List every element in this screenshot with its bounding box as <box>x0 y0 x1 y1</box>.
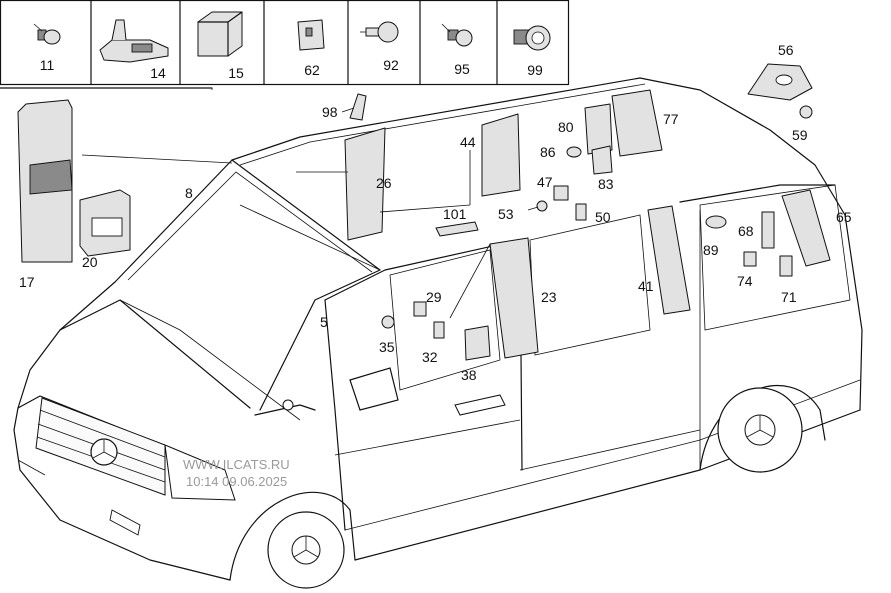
callout-23: 23 <box>541 289 557 305</box>
legend-cell-62: 62 <box>304 62 320 78</box>
callout-101: 101 <box>443 206 467 222</box>
bracket-14-icon <box>99 19 169 63</box>
trim-26-shape <box>344 127 386 241</box>
callout-38: 38 <box>461 367 477 383</box>
legend-cell-95: 95 <box>454 61 470 77</box>
watermark-site: WWW.ILCATS.RU <box>183 457 290 472</box>
callout-26: 26 <box>376 175 392 191</box>
callout-74: 74 <box>737 273 753 289</box>
callout-77: 77 <box>663 111 679 127</box>
callout-83: 83 <box>598 176 614 192</box>
callout-20: 20 <box>82 254 98 270</box>
left-inset-frame <box>0 87 233 164</box>
callout-89: 89 <box>703 242 719 258</box>
trim-parts <box>17 63 831 361</box>
clip-11-icon <box>33 23 61 45</box>
legend-table: 11 14 15 62 92 95 99 <box>0 0 570 86</box>
legend-cell-14: 14 <box>150 65 166 81</box>
callout-32: 32 <box>422 349 438 365</box>
callout-86: 86 <box>540 144 556 160</box>
callout-50: 50 <box>595 209 611 225</box>
callout-5: 5 <box>320 314 328 330</box>
grommet-99-icon <box>513 25 551 51</box>
callout-47: 47 <box>537 174 553 190</box>
callout-41: 41 <box>638 278 654 294</box>
block-15-icon <box>197 11 243 57</box>
clip-62-icon <box>297 19 325 51</box>
legend-cell-99: 99 <box>527 62 543 78</box>
callout-80: 80 <box>558 119 574 135</box>
callout-59: 59 <box>792 127 808 143</box>
callout-68: 68 <box>738 223 754 239</box>
trim-44-shape <box>481 113 521 197</box>
callout-17: 17 <box>19 274 35 290</box>
van-body <box>13 77 863 589</box>
callout-65: 65 <box>836 209 852 225</box>
callout-53: 53 <box>498 206 514 222</box>
callout-56: 56 <box>778 42 794 58</box>
callout-98: 98 <box>322 104 338 120</box>
callout-29: 29 <box>426 289 442 305</box>
legend-cell-11: 11 <box>40 57 55 73</box>
callout-labels: 98 44 80 77 56 59 86 83 26 8 47 53 50 10… <box>19 42 852 383</box>
callout-71: 71 <box>781 289 797 305</box>
callout-44: 44 <box>460 134 476 150</box>
watermark: WWW.ILCATS.RU 10:14 09.06.2025 <box>183 457 290 489</box>
watermark-timestamp: 10:14 09.06.2025 <box>186 474 287 489</box>
trim-41-shape <box>647 205 691 315</box>
leader-lines <box>296 107 491 319</box>
callout-35: 35 <box>379 339 395 355</box>
screw-92-icon <box>360 21 399 43</box>
legend-cell-92: 92 <box>383 57 399 73</box>
trim-23-shape <box>489 237 539 359</box>
callout-8: 8 <box>185 185 193 201</box>
clip-95-icon <box>441 23 473 47</box>
legend-cell-15: 15 <box>228 65 244 81</box>
